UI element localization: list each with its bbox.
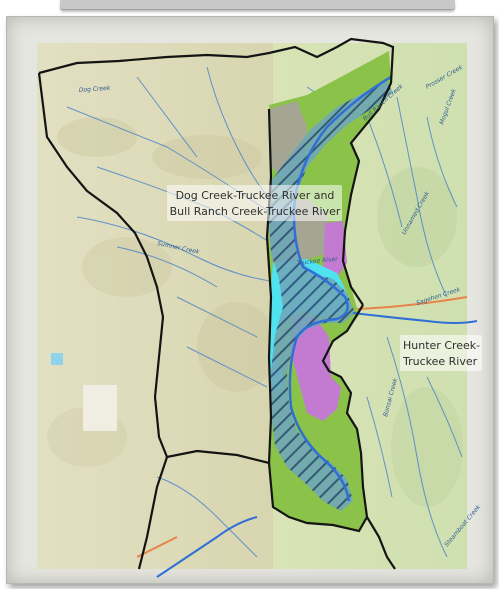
hunter-label-line2: Truckee River: [402, 355, 478, 368]
boundary-southwest: [137, 456, 169, 570]
label-dog-creek: Dog Creek: [79, 85, 111, 94]
region-label-line1: Dog Creek-Truckee River and: [176, 189, 335, 202]
label-halo-hunter: [400, 335, 482, 371]
region-label-line2: Bull Ranch Creek-Truckee River: [170, 205, 341, 218]
truckee-river: [288, 75, 392, 502]
header-tab: [60, 0, 455, 10]
hunter-label-line1: Hunter Creek-: [403, 339, 480, 352]
clearing: [83, 385, 117, 431]
magenta-zone-upper: [323, 221, 347, 277]
watershed-map: Dog Creek-Truckee River and Bull Ranch C…: [37, 37, 482, 578]
map-frame: Dog Creek-Truckee River and Bull Ranch C…: [6, 16, 494, 584]
magenta-zone-lower: [291, 315, 341, 421]
road-south: [136, 536, 178, 558]
boundary-west: [37, 72, 273, 465]
river-south: [156, 516, 258, 578]
terrain-texture: [47, 117, 463, 507]
river-east: [352, 312, 478, 324]
label-halo: [167, 185, 342, 221]
road: [356, 296, 468, 310]
terrain-left: [37, 43, 273, 569]
boundary-east: [267, 304, 369, 533]
boundary-north: [38, 37, 395, 306]
label-truckee-river: Truckee River: [296, 256, 338, 267]
lake: [51, 353, 63, 365]
boundary-southeast: [366, 516, 396, 570]
river-buffer-hatch: [269, 81, 393, 511]
